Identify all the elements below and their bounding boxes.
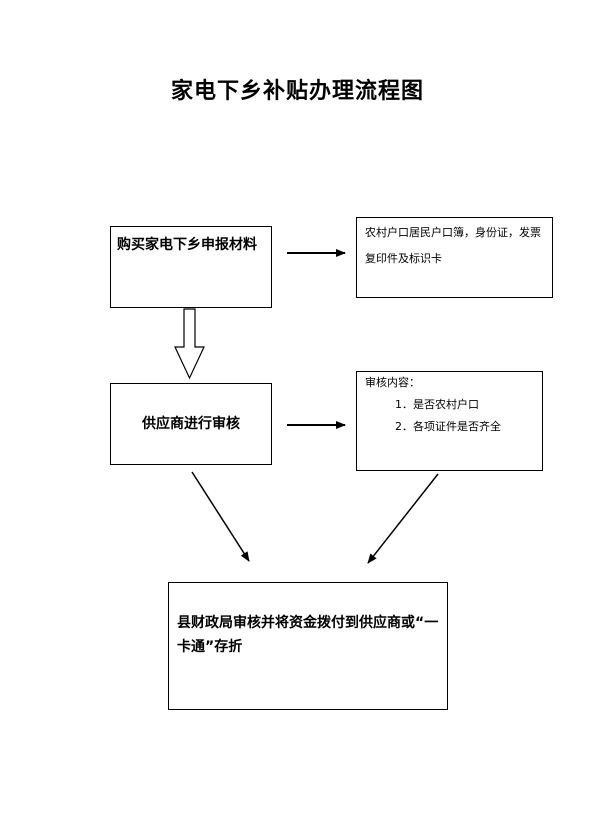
hollow-down-arrow (174, 308, 205, 380)
review-criteria-item: 1．是否农村户口 (395, 398, 479, 411)
step-county-finance-box: 县财政局审核并将资金拨付到供应商或“一卡通”存折 (168, 582, 448, 710)
materials-note-text: 农村户口居民户口簿，身份证，发票复印件及标识卡 (365, 226, 541, 265)
review-criteria-header: 审核内容： (365, 376, 420, 389)
arrow-criteria-to-finance (367, 473, 439, 564)
step-purchase-box: 购买家电下乡申报材料 (110, 226, 272, 308)
step-supplier-review-label: 供应商进行审核 (142, 416, 240, 432)
review-criteria-box: 审核内容： 1．是否农村户口 2．各项证件是否齐全 (356, 371, 543, 471)
arrow-review-to-finance (191, 471, 250, 562)
step-county-finance-label: 县财政局审核并将资金拨付到供应商或“一卡通”存折 (177, 615, 439, 655)
materials-note-box: 农村户口居民户口簿，身份证，发票复印件及标识卡 (356, 217, 553, 298)
review-criteria-item: 2．各项证件是否齐全 (395, 420, 501, 433)
step-supplier-review-box: 供应商进行审核 (110, 383, 272, 465)
step-purchase-label: 购买家电下乡申报材料 (117, 237, 257, 253)
page-title: 家电下乡补贴办理流程图 (170, 79, 424, 104)
